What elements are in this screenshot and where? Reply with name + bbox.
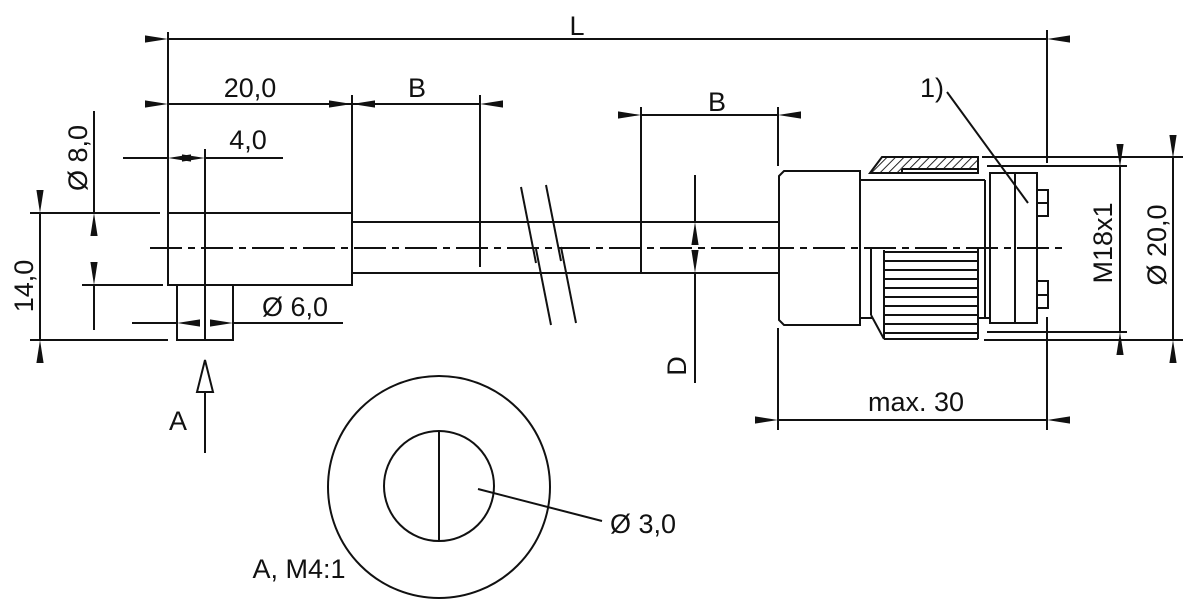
dim-shaft-diameter: D [662,175,699,383]
main-view: L 20,0 B B [9,11,1183,453]
dim-b-left: B [329,73,503,267]
contact-pins [1036,189,1049,309]
label-thread: M18x1 [1088,202,1118,283]
label-connector-diameter: Ø 20,0 [1142,204,1172,285]
label-connector-length: max. 30 [868,387,964,417]
head-block [167,212,353,286]
dim-connector-diameter: Ø 20,0 [982,135,1183,363]
label-detail-caption: A, M4:1 [252,554,345,584]
callout-leader-line [946,91,1029,204]
dim-overall-length: L [145,11,1070,430]
dim-head-height: 14,0 [9,190,168,363]
dimensions: L 20,0 B B [9,11,1183,453]
label-stub-diameter: Ø 6,0 [262,292,328,322]
dim-thread: M18x1 [987,144,1127,355]
label-detail-hole-diameter: Ø 3,0 [610,509,676,539]
dim-stub-diameter: Ø 6,0 [132,292,343,327]
label-shaft-diameter: D [662,356,692,376]
shaft [352,184,778,326]
label-view-arrow: A [169,406,187,436]
label-b-right: B [708,87,726,117]
connector [778,156,1049,340]
knurled-ring [870,247,979,340]
label-head-height: 14,0 [9,260,39,313]
connector-flange [778,170,861,326]
dim-connector-length: max. 30 [755,328,1070,430]
coupling-nut-section [868,156,979,174]
label-head-diameter: Ø 8,0 [63,125,93,191]
dim-head-diameter: Ø 8,0 [30,111,163,330]
label-overall-length: L [569,11,584,41]
detail-leader-line [477,488,603,522]
break-symbol [520,184,577,326]
dim-tip-offset: 4,0 [123,125,283,162]
knurl-ribs [884,251,978,334]
label-head-length: 20,0 [224,73,277,103]
dim-b-right: B [618,87,801,273]
label-footnote-ref: 1) [920,73,944,103]
detail-outer-circle [327,375,551,599]
callout-footnote: 1) [920,73,1029,204]
detail-view-a: Ø 3,0 A, M4:1 [252,375,676,599]
view-arrow-a: A [169,359,215,453]
view-arrow-head [195,359,215,393]
rear-housing [989,172,1038,324]
label-tip-offset: 4,0 [229,125,267,155]
sensor-head [167,149,353,341]
label-b-left: B [408,73,426,103]
dim-head-length: 20,0 [145,73,375,213]
